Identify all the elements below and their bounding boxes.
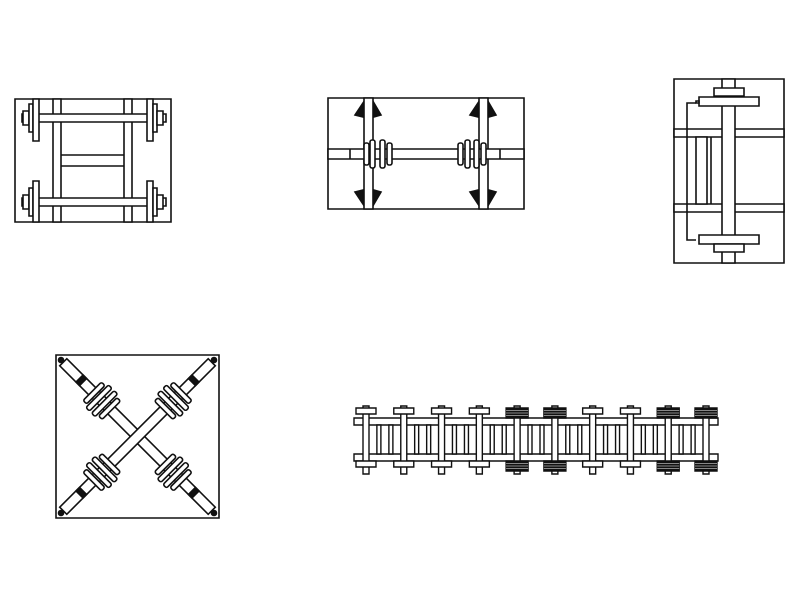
frame-single-shaft-double-coupling: [328, 98, 524, 209]
rail-upper: [354, 418, 718, 425]
axle: [363, 406, 369, 474]
wheel: [469, 408, 489, 414]
wheel: [394, 408, 414, 414]
spacer: [578, 425, 582, 454]
shaft-b: [52, 351, 223, 522]
wheel: [432, 461, 452, 467]
wheel: [147, 99, 153, 141]
axle: [703, 406, 709, 474]
spacer: [377, 425, 381, 454]
spacer: [653, 425, 657, 454]
wheel: [432, 408, 452, 414]
spacer: [540, 425, 544, 454]
spacer: [502, 425, 506, 454]
spacer: [528, 425, 532, 454]
axle-unit: [394, 406, 431, 474]
axle-end-cap: [23, 111, 29, 125]
coupling-right: [458, 140, 486, 168]
frame-multi-axle-train-strip: [354, 406, 718, 474]
coupling: [152, 380, 194, 422]
axle-unit: [695, 406, 717, 474]
wheel: [147, 181, 153, 222]
spacer: [389, 425, 393, 454]
wheel: [699, 97, 759, 106]
axle-unit: [469, 406, 506, 474]
spacer: [464, 425, 468, 454]
axle-end-cap: [157, 111, 163, 125]
spacer: [452, 425, 456, 454]
frame-cross-shafts-diagonal: [52, 351, 223, 522]
wheel: [33, 181, 39, 222]
spacer: [427, 425, 431, 454]
wheel: [356, 461, 376, 467]
spacer: [691, 425, 695, 454]
axle-unit: [657, 406, 695, 474]
axle-lower: [22, 198, 166, 206]
axle: [439, 406, 445, 474]
wheel: [583, 461, 603, 467]
axle-unit: [506, 406, 544, 474]
spacer: [616, 425, 620, 454]
wheel: [33, 99, 39, 141]
wheel: [469, 461, 489, 467]
wheel: [620, 408, 640, 414]
coupling: [152, 451, 194, 493]
frame-two-axle-top-view: [15, 99, 171, 222]
spacer: [604, 425, 608, 454]
axle-unit: [544, 406, 582, 474]
spacer: [566, 425, 570, 454]
axle: [476, 406, 482, 474]
axle: [552, 406, 558, 474]
spacer: [490, 425, 494, 454]
axle: [665, 406, 671, 474]
mounting-brackets: [355, 103, 496, 204]
wheel: [356, 408, 376, 414]
frame-vertical-single-axle: [674, 79, 784, 263]
spacer: [641, 425, 645, 454]
axle-unit: [620, 406, 657, 474]
axle: [401, 406, 407, 474]
drive-shaft: [328, 149, 524, 159]
spacer: [415, 425, 419, 454]
wheel: [620, 461, 640, 467]
rail-lower: [354, 454, 718, 461]
axle-vertical: [722, 79, 735, 263]
wheel: [583, 408, 603, 414]
axle-upper: [22, 114, 166, 122]
wheel: [699, 235, 759, 244]
axle: [627, 406, 633, 474]
coupling-left: [364, 140, 392, 168]
side-beam-left: [53, 99, 61, 222]
coupling: [81, 380, 123, 422]
axle: [590, 406, 596, 474]
spacer: [679, 425, 683, 454]
wheel: [394, 461, 414, 467]
axle-unit: [356, 406, 393, 474]
coupling: [81, 451, 123, 493]
axle-unit: [432, 406, 469, 474]
side-beam-right: [124, 99, 132, 222]
axle: [514, 406, 520, 474]
axle-unit: [583, 406, 620, 474]
